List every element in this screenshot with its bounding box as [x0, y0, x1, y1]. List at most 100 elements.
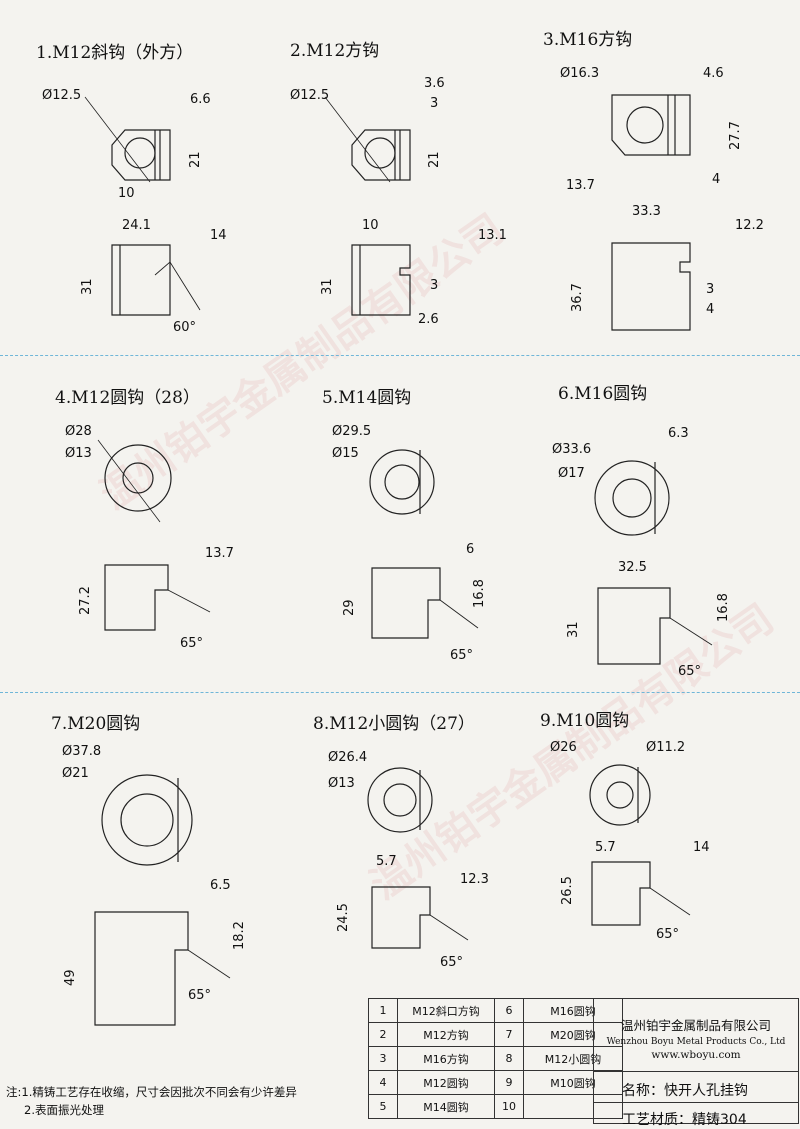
dimension-label: 65°: [188, 988, 212, 1003]
table-cell: 2: [368, 1022, 398, 1047]
dimension-label: 65°: [450, 648, 474, 663]
dimension-label: 65°: [656, 927, 680, 942]
table-cell: M12斜口方钩: [397, 998, 495, 1023]
item-title: 9.M10圆钩: [540, 711, 630, 731]
item-title: 6.M16圆钩: [558, 384, 648, 404]
dimension-label: Ø11.2: [646, 740, 686, 755]
table-cell: 7: [494, 1022, 524, 1047]
dimension-label: Ø12.5: [42, 88, 82, 103]
table-cell: 1: [368, 998, 398, 1023]
dimension-label: 5.7: [376, 854, 397, 869]
dimension-label: Ø26: [550, 740, 577, 755]
dimension-label: Ø13: [65, 446, 92, 461]
table-cell: 8: [494, 1046, 524, 1071]
item-title: 5.M14圆钩: [322, 388, 412, 408]
dimension-label: 18.2: [232, 921, 247, 950]
dimension-label: 14: [693, 840, 710, 855]
table-cell: 9: [494, 1070, 524, 1095]
table-cell: 3: [368, 1046, 398, 1071]
material: 工艺材质：精铸304: [594, 1102, 798, 1129]
table-cell: 6: [494, 998, 524, 1023]
product-name: 名称：快开人孔挂钩: [594, 1071, 798, 1102]
dimension-label: 65°: [180, 636, 204, 651]
table-cell: M12方钩: [397, 1022, 495, 1047]
dimension-label: Ø12.5: [290, 88, 330, 103]
company-url: www.wboyu.com: [651, 1049, 741, 1061]
dimension-label: 21: [427, 151, 442, 168]
dimension-label: 3: [430, 96, 439, 111]
dimension-label: 29: [342, 599, 357, 616]
dimension-label: 12.3: [460, 872, 489, 887]
item-title: 3.M16方钩: [543, 30, 633, 50]
dimension-label: 60°: [173, 320, 197, 335]
table-cell: M12小圆钩: [523, 1046, 623, 1071]
dimension-label: 31: [320, 278, 335, 295]
table-cell: M16圆钩: [523, 998, 623, 1023]
table-cell: 10: [494, 1094, 524, 1119]
dimension-label: Ø37.8: [62, 744, 102, 759]
dimension-label: 14: [210, 228, 227, 243]
note-line: 2.表面振光处理: [24, 1103, 104, 1117]
table-cell: [523, 1094, 623, 1119]
company-name-cn: 温州铂宇金属制品有限公司: [620, 1018, 771, 1033]
dimension-label: 13.7: [205, 546, 234, 561]
dimension-label: 16.8: [472, 579, 487, 608]
dimension-label: 4.6: [703, 66, 724, 81]
dimension-label: 5.7: [595, 840, 616, 855]
dimension-label: 6.3: [668, 426, 689, 441]
note-line: 注:1.精铸工艺存在收缩，尺寸会因批次不同会有少许差异: [6, 1085, 297, 1099]
table-cell: 5: [368, 1094, 398, 1119]
dimension-label: 6.5: [210, 878, 231, 893]
company-name-en: Wenzhou Boyu Metal Products Co., Ltd: [606, 1037, 786, 1047]
table-cell: M16方钩: [397, 1046, 495, 1071]
dimension-label: 33.3: [632, 204, 661, 219]
notes: 注:1.精铸工艺存在收缩，尺寸会因批次不同会有少许差异 2.表面振光处理: [6, 1083, 297, 1119]
dimension-label: Ø33.6: [552, 442, 592, 457]
dimension-label: 31: [80, 278, 95, 295]
table-cell: M14圆钩: [397, 1094, 495, 1119]
dimension-label: 12.2: [735, 218, 764, 233]
dimension-label: 21: [188, 151, 203, 168]
dimension-label: 10: [362, 218, 379, 233]
dimension-label: 16.8: [716, 593, 731, 622]
dimension-label: Ø17: [558, 466, 585, 481]
dimension-label: 24.5: [336, 903, 351, 932]
dimension-label: Ø29.5: [332, 424, 372, 439]
dimension-label: 13.7: [566, 178, 595, 193]
dimension-label: Ø15: [332, 446, 359, 461]
table-cell: M12圆钩: [397, 1070, 495, 1095]
dimension-label: Ø16.3: [560, 66, 600, 81]
dimension-label: 32.5: [618, 560, 647, 575]
section-divider: [0, 355, 800, 356]
item-title: 1.M12斜钩（外方）: [36, 43, 194, 63]
dimension-label: 2.6: [418, 312, 439, 327]
section-divider: [0, 692, 800, 693]
title-block: 温州铂宇金属制品有限公司 Wenzhou Boyu Metal Products…: [593, 998, 799, 1128]
dimension-label: 3.6: [424, 76, 445, 91]
dimension-label: 65°: [440, 955, 464, 970]
dimension-label: 3: [706, 282, 715, 297]
table-cell: 4: [368, 1070, 398, 1095]
item-title: 4.M12圆钩（28）: [55, 388, 200, 408]
dimension-label: 27.7: [728, 121, 743, 150]
dimension-label: 24.1: [122, 218, 151, 233]
item-title: 7.M20圆钩: [51, 714, 141, 734]
dimension-label: Ø13: [328, 776, 355, 791]
dimension-label: 27.2: [78, 586, 93, 615]
dimension-label: 3: [430, 278, 439, 293]
dimension-label: 31: [566, 621, 581, 638]
dimension-label: 13.1: [478, 228, 507, 243]
dimension-label: 6.6: [190, 92, 211, 107]
item-title: 8.M12小圆钩（27）: [313, 714, 475, 734]
dimension-label: Ø21: [62, 766, 89, 781]
table-cell: M10圆钩: [523, 1070, 623, 1095]
dimension-label: 49: [63, 969, 78, 986]
